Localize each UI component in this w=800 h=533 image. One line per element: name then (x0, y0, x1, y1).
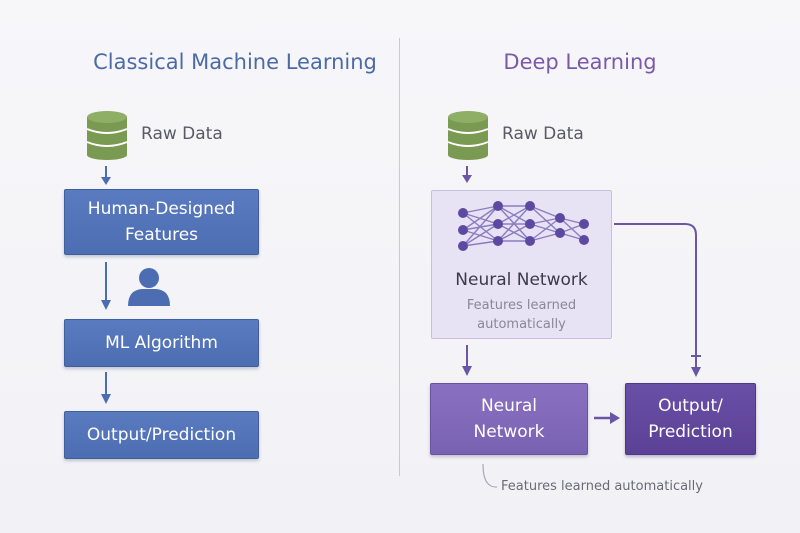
features-box-line2: Features (124, 225, 199, 245)
right-output-box: Output/ Prediction (625, 383, 756, 455)
ml-algorithm-box: ML Algorithm (64, 319, 259, 367)
deep-learning-title: Deep Learning (503, 50, 657, 74)
arrow-algorithm-to-output (101, 372, 111, 404)
nn-panel-title: Neural Network (455, 270, 588, 290)
arrow-panel-to-nn-box (462, 345, 472, 376)
nn-box-line2: Network (473, 422, 545, 442)
note-connector (482, 463, 498, 488)
left-output-label: Output/Prediction (86, 425, 237, 445)
nn-panel-sub-line1: Features learned (466, 298, 577, 313)
left-raw-data-label: Raw Data (141, 124, 223, 144)
arrow-raw-to-nn (462, 166, 472, 183)
classical-ml-title: Classical Machine Learning (93, 50, 377, 74)
right-raw-data-label: Raw Data (502, 124, 584, 144)
person-icon (128, 268, 170, 306)
human-designed-features-box: Human-Designed Features (64, 189, 259, 255)
arrow-features-to-algorithm (101, 262, 111, 310)
column-divider (399, 38, 400, 476)
neural-network-icon (458, 201, 589, 251)
nn-panel-subtitle: Features learned automatically (431, 296, 612, 334)
left-output-box: Output/Prediction (64, 411, 259, 459)
features-box-line1: Human-Designed (87, 199, 236, 219)
database-icon (86, 111, 128, 160)
right-output-line2: Prediction (648, 422, 733, 442)
features-learned-note: Features learned automatically (501, 479, 703, 494)
arrow-nn-to-output (594, 412, 620, 424)
neural-network-box: Neural Network (430, 383, 588, 455)
database-icon (447, 111, 489, 160)
arrow-raw-to-features (101, 166, 111, 185)
ml-algorithm-label: ML Algorithm (105, 333, 218, 353)
right-output-line1: Output/ (658, 396, 723, 416)
nn-box-line1: Neural (480, 396, 538, 416)
connector-panel-to-output (614, 223, 701, 377)
nn-panel-sub-line2: automatically (477, 317, 566, 332)
